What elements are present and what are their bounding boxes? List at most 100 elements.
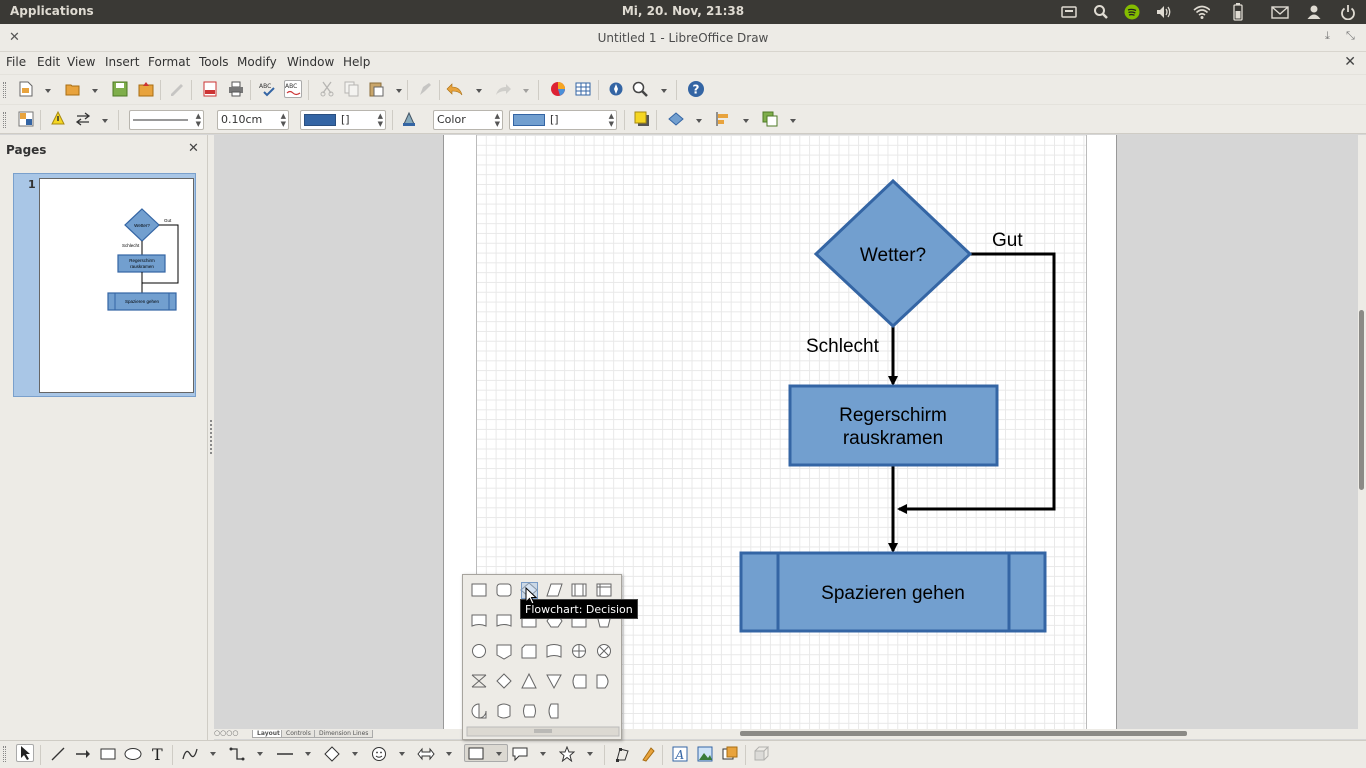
tab-nav-icon[interactable]: ○○○○	[214, 729, 239, 737]
extrusion-icon[interactable]	[752, 745, 770, 763]
lines-arrows-icon[interactable]	[276, 745, 294, 763]
export-icon[interactable]	[137, 80, 155, 98]
autospellcheck-icon[interactable]: ABC	[284, 80, 302, 98]
area-style-select[interactable]: Color ▲▼	[433, 110, 503, 130]
keyboard-icon[interactable]	[1060, 3, 1078, 21]
glue-points-icon[interactable]	[639, 745, 657, 763]
line-width-field[interactable]: 0.10cm ▲▼	[217, 110, 289, 130]
drawing-workspace[interactable]: Wetter? Gut Schlecht Regerschirm rauskra…	[214, 135, 1358, 730]
redo-icon[interactable]	[494, 80, 512, 98]
toolbar-grip[interactable]	[3, 746, 6, 762]
text-tool-icon[interactable]: T	[149, 745, 167, 763]
chevron-down-icon[interactable]	[661, 89, 667, 93]
chart-icon[interactable]	[549, 80, 567, 98]
print-icon[interactable]	[227, 80, 245, 98]
styles-formatting-icon[interactable]	[17, 110, 35, 128]
fontwork-icon[interactable]: A	[671, 745, 689, 763]
rectangle-tool-icon[interactable]	[99, 745, 117, 763]
points-icon[interactable]	[614, 745, 632, 763]
navigator-icon[interactable]	[607, 80, 625, 98]
chevron-down-icon[interactable]	[257, 752, 263, 756]
menu-edit[interactable]: Edit	[37, 55, 61, 69]
menu-tools[interactable]: Tools	[199, 55, 229, 69]
paste-icon[interactable]	[367, 80, 385, 98]
chevron-down-icon[interactable]	[476, 89, 482, 93]
tab-controls[interactable]: Controls	[281, 730, 316, 738]
chevron-down-icon[interactable]	[45, 89, 51, 93]
window-restore-icon[interactable]: ⤡	[1346, 29, 1355, 42]
block-arrows-icon[interactable]	[417, 745, 435, 763]
menu-help[interactable]: Help	[343, 55, 371, 69]
callouts-icon[interactable]	[511, 745, 529, 763]
user-icon[interactable]	[1305, 3, 1323, 21]
chevron-down-icon[interactable]	[540, 752, 546, 756]
zoom-icon[interactable]	[631, 80, 649, 98]
tab-layout[interactable]: Layout	[252, 730, 285, 738]
flowchart-shapes-button[interactable]	[464, 744, 508, 762]
menu-window[interactable]: Window	[287, 55, 335, 69]
spin-icon[interactable]: ▲▼	[377, 112, 383, 128]
panel-splitter[interactable]	[208, 135, 214, 741]
clone-formatting-icon[interactable]	[416, 80, 434, 98]
menu-insert[interactable]: Insert	[105, 55, 140, 69]
applications-menu[interactable]: Applications	[10, 4, 94, 18]
chevron-down-icon[interactable]	[396, 89, 402, 93]
chevron-down-icon[interactable]	[305, 752, 311, 756]
area-icon[interactable]	[400, 110, 418, 128]
decision-shape[interactable]	[813, 178, 973, 329]
scrollbar-thumb[interactable]	[1359, 310, 1364, 490]
cut-icon[interactable]	[318, 80, 336, 98]
page-thumbnail-slot[interactable]: 1 Wetter? Gut Schlecht Regerschirm rausk…	[13, 173, 196, 397]
document-close-icon[interactable]: ✕	[1344, 54, 1356, 70]
connector-good[interactable]	[897, 252, 1056, 514]
clock-text[interactable]: Mi, 20. Nov, 21:38	[621, 4, 745, 18]
chevron-down-icon[interactable]	[743, 119, 749, 123]
open-folder-icon[interactable]	[64, 80, 82, 98]
chevron-down-icon[interactable]	[352, 752, 358, 756]
process-shape[interactable]	[788, 384, 999, 467]
volume-icon[interactable]	[1155, 3, 1173, 21]
vertical-scrollbar[interactable]	[1358, 135, 1366, 730]
chevron-down-icon[interactable]	[790, 119, 796, 123]
rotate-icon[interactable]	[667, 110, 685, 128]
chevron-down-icon[interactable]	[696, 119, 702, 123]
predefined-process-shape[interactable]	[739, 551, 1047, 633]
select-pointer-icon[interactable]	[16, 744, 34, 762]
line-icon[interactable]	[49, 110, 67, 128]
wifi-icon[interactable]	[1192, 3, 1210, 21]
spin-icon[interactable]: ▲▼	[494, 112, 500, 128]
menu-file[interactable]: File	[6, 55, 27, 69]
ellipse-tool-icon[interactable]	[124, 745, 142, 763]
menu-view[interactable]: View	[67, 55, 96, 69]
spin-icon[interactable]: ▲▼	[280, 112, 286, 128]
chevron-down-icon[interactable]	[446, 752, 452, 756]
new-document-icon[interactable]	[17, 80, 35, 98]
undo-icon[interactable]	[446, 80, 464, 98]
shadow-icon[interactable]	[633, 110, 651, 128]
chevron-down-icon[interactable]	[587, 752, 593, 756]
chevron-down-icon[interactable]	[210, 752, 216, 756]
chevron-down-icon[interactable]	[92, 89, 98, 93]
symbol-shapes-icon[interactable]	[370, 745, 388, 763]
area-color-select[interactable]: [] ▲▼	[509, 110, 617, 130]
basic-shapes-icon[interactable]	[323, 745, 341, 763]
toolbar-grip[interactable]	[3, 82, 6, 98]
tab-dimension-lines[interactable]: Dimension Lines	[314, 730, 374, 738]
line-style-select[interactable]: ▲▼	[129, 110, 204, 130]
mail-icon[interactable]	[1271, 3, 1289, 21]
toolbar-grip[interactable]	[3, 112, 6, 128]
horizontal-scrollbar[interactable]	[740, 731, 1187, 736]
align-icon[interactable]	[714, 110, 732, 128]
help-icon[interactable]: ?	[687, 80, 705, 98]
arrange-icon[interactable]	[761, 110, 779, 128]
image-insert-icon[interactable]	[696, 745, 714, 763]
connector-tool-icon[interactable]	[228, 745, 246, 763]
line-color-select[interactable]: [] ▲▼	[300, 110, 386, 130]
chevron-down-icon[interactable]	[399, 752, 405, 756]
stars-icon[interactable]	[558, 745, 576, 763]
window-close-icon[interactable]: ✕	[9, 30, 20, 45]
chevron-down-icon[interactable]	[523, 89, 529, 93]
line-arrow-tool-icon[interactable]	[74, 745, 92, 763]
line-tool-icon[interactable]	[49, 745, 67, 763]
save-icon[interactable]	[111, 80, 129, 98]
